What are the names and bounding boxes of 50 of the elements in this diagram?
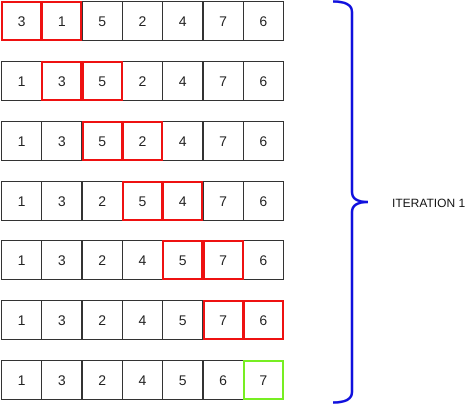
number-box: 3 — [41, 360, 82, 400]
number-box: 4 — [162, 121, 204, 161]
number-box: 7 — [202, 61, 244, 101]
number-box: 5 — [122, 181, 163, 221]
number-box: 1 — [1, 360, 42, 400]
number-box: 3 — [41, 61, 82, 101]
number-box: 7 — [202, 181, 244, 221]
number-box: 2 — [122, 121, 163, 161]
number-box: 5 — [82, 121, 123, 161]
number-box: 4 — [122, 300, 163, 340]
number-box: 1 — [1, 61, 42, 101]
number-box: 5 — [82, 61, 123, 101]
number-box: 2 — [82, 300, 123, 340]
number-box: 4 — [162, 61, 204, 101]
number-box: 3 — [41, 300, 82, 340]
number-box: 6 — [242, 61, 284, 101]
number-box: 6 — [242, 181, 284, 221]
number-box: 7 — [202, 240, 244, 280]
number-box: 4 — [162, 181, 204, 221]
number-box: 7 — [202, 300, 244, 340]
number-box: 3 — [1, 1, 42, 41]
number-box: 1 — [1, 181, 42, 221]
number-box: 6 — [242, 121, 284, 161]
number-box: 2 — [122, 61, 163, 101]
number-box: 4 — [162, 1, 204, 41]
number-box: 1 — [41, 1, 82, 41]
number-box: 6 — [242, 300, 284, 340]
number-box: 5 — [162, 300, 204, 340]
number-box: 6 — [202, 360, 244, 400]
number-box: 3 — [41, 240, 82, 280]
number-box: 6 — [242, 1, 284, 41]
number-box: 1 — [1, 300, 42, 340]
number-box: 5 — [162, 360, 204, 400]
number-box: 7 — [242, 360, 284, 400]
number-box: 2 — [82, 240, 123, 280]
number-box: 5 — [162, 240, 204, 280]
number-box: 1 — [1, 240, 42, 280]
number-box: 4 — [122, 360, 163, 400]
number-box: 7 — [202, 121, 244, 161]
iteration-label: ITERATION 1 — [392, 196, 466, 210]
number-box: 3 — [41, 121, 82, 161]
number-box: 2 — [82, 181, 123, 221]
number-box: 1 — [1, 121, 42, 161]
number-box: 4 — [122, 240, 163, 280]
number-box: 2 — [122, 1, 163, 41]
number-box: 3 — [41, 181, 82, 221]
number-box: 7 — [202, 1, 244, 41]
number-box: 6 — [242, 240, 284, 280]
number-box: 2 — [82, 360, 123, 400]
number-box: 5 — [82, 1, 123, 41]
